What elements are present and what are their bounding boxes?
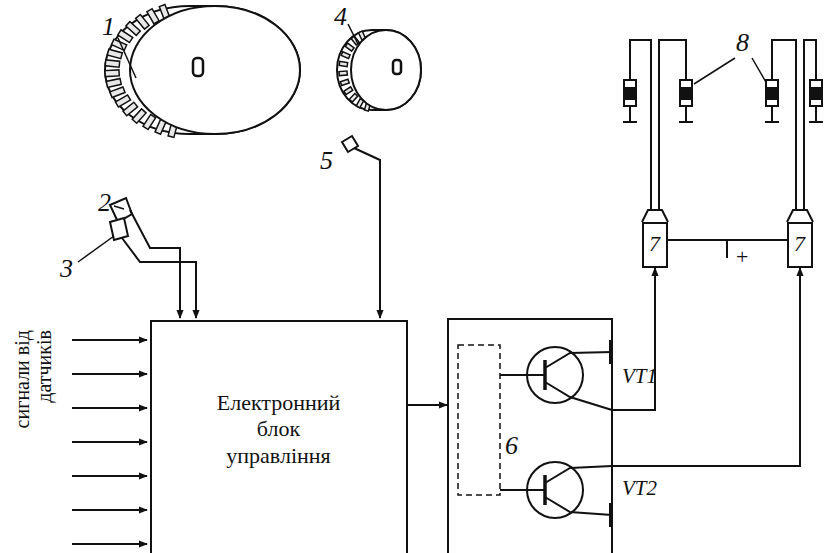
sensor-wire xyxy=(130,210,180,318)
switch-module-box: 6 xyxy=(447,318,613,553)
sensor-wire xyxy=(354,148,380,318)
leader-line xyxy=(752,58,767,84)
trigger-wheels xyxy=(105,5,421,138)
transistor-drawing xyxy=(447,318,613,553)
ground-symbol xyxy=(609,340,613,364)
plug-body xyxy=(810,80,822,106)
signal-arrow xyxy=(72,407,147,409)
plug-insulator xyxy=(766,87,778,100)
wheel-tooth xyxy=(126,22,140,36)
part-number: 7 xyxy=(649,231,660,257)
wheel-tooth xyxy=(115,95,130,107)
plug-insulator xyxy=(624,87,636,100)
plug-body xyxy=(766,80,778,106)
signal-arrow xyxy=(72,339,147,341)
wheel-tooth xyxy=(341,52,350,59)
wheel-tooth xyxy=(136,14,149,29)
plug-body xyxy=(680,80,692,106)
spark-plugs xyxy=(623,80,823,122)
signal-arrows xyxy=(72,340,147,544)
wheel-tooth xyxy=(339,61,348,66)
part-number: 7 xyxy=(794,231,805,257)
wheel-tooth xyxy=(339,71,347,76)
hv-wire xyxy=(772,40,816,210)
callout-number: 5 xyxy=(320,148,333,174)
control-unit-box: Електронний блок управління xyxy=(150,320,408,553)
wheel-tooth xyxy=(132,109,146,123)
signal-arrow xyxy=(72,373,147,375)
base-lead xyxy=(500,374,545,376)
wheel-tooth xyxy=(105,70,119,77)
shaft-hole xyxy=(393,60,401,74)
signal-arrow xyxy=(72,441,147,443)
wheel-tooth xyxy=(105,60,120,67)
callout-number: 4 xyxy=(334,4,347,30)
ignition-coil: 7 xyxy=(642,222,668,268)
transistor-name: VT1 xyxy=(622,366,657,387)
transistor-lead xyxy=(545,466,612,483)
small-wheel-rim xyxy=(337,30,421,110)
wheel-tooth xyxy=(349,94,357,103)
signal-caption: сигнали від датчиків xyxy=(11,330,55,480)
base-lead xyxy=(500,489,545,491)
plug-ground xyxy=(623,106,637,122)
transistor-lead xyxy=(545,352,612,368)
wheel-tooth xyxy=(143,114,156,129)
plug-ground xyxy=(679,106,693,122)
part-number: 6 xyxy=(505,430,518,461)
signal-wire xyxy=(613,268,800,466)
wheel-tooth xyxy=(147,9,159,24)
wheel-tooth xyxy=(344,87,353,95)
coil-top xyxy=(787,210,813,222)
transistor-lead xyxy=(545,382,612,410)
box-title: Електронний блок управління xyxy=(204,390,354,469)
leader-line xyxy=(694,58,735,84)
ignition-coil: 7 xyxy=(787,222,813,268)
signal-arrow xyxy=(72,509,147,511)
sensors xyxy=(110,136,380,318)
signal-arrow xyxy=(72,475,147,477)
ground-symbol xyxy=(609,503,613,527)
plug-ground xyxy=(765,106,779,122)
signal-wire xyxy=(408,404,447,406)
small-wheel-face xyxy=(351,30,421,110)
callout-number: 2 xyxy=(98,190,111,216)
transistor-name: VT2 xyxy=(622,478,657,499)
transistor-lead xyxy=(545,497,612,515)
shaft-hole xyxy=(193,58,203,76)
wheel-tooth xyxy=(106,79,121,88)
hv-wire xyxy=(630,40,686,210)
coil-top xyxy=(642,210,668,222)
driver-block xyxy=(458,345,500,495)
sensor-wire xyxy=(122,238,196,318)
callout-number: 3 xyxy=(60,256,73,282)
plug-ground xyxy=(809,106,823,122)
leader-line xyxy=(114,206,124,209)
plug-body xyxy=(624,80,636,106)
callout-number: 1 xyxy=(102,14,115,40)
signal-arrow xyxy=(72,543,147,545)
wheel-tooth xyxy=(345,43,354,51)
signal-wire xyxy=(613,268,655,410)
wheel-face xyxy=(130,6,300,134)
supply-wire xyxy=(668,240,787,258)
wheel-tooth xyxy=(123,102,138,115)
wheel-tooth xyxy=(107,49,122,58)
leader-line xyxy=(118,38,136,78)
callout-number: 8 xyxy=(736,30,749,56)
wheel-rim xyxy=(105,6,300,134)
callout-number: + xyxy=(736,246,748,268)
wheel-tooth xyxy=(340,79,349,85)
plug-insulator xyxy=(680,87,692,100)
plug-insulator xyxy=(810,87,822,100)
leader-line xyxy=(348,24,358,44)
leader-line xyxy=(78,236,114,262)
wheel-tooth xyxy=(110,87,125,98)
